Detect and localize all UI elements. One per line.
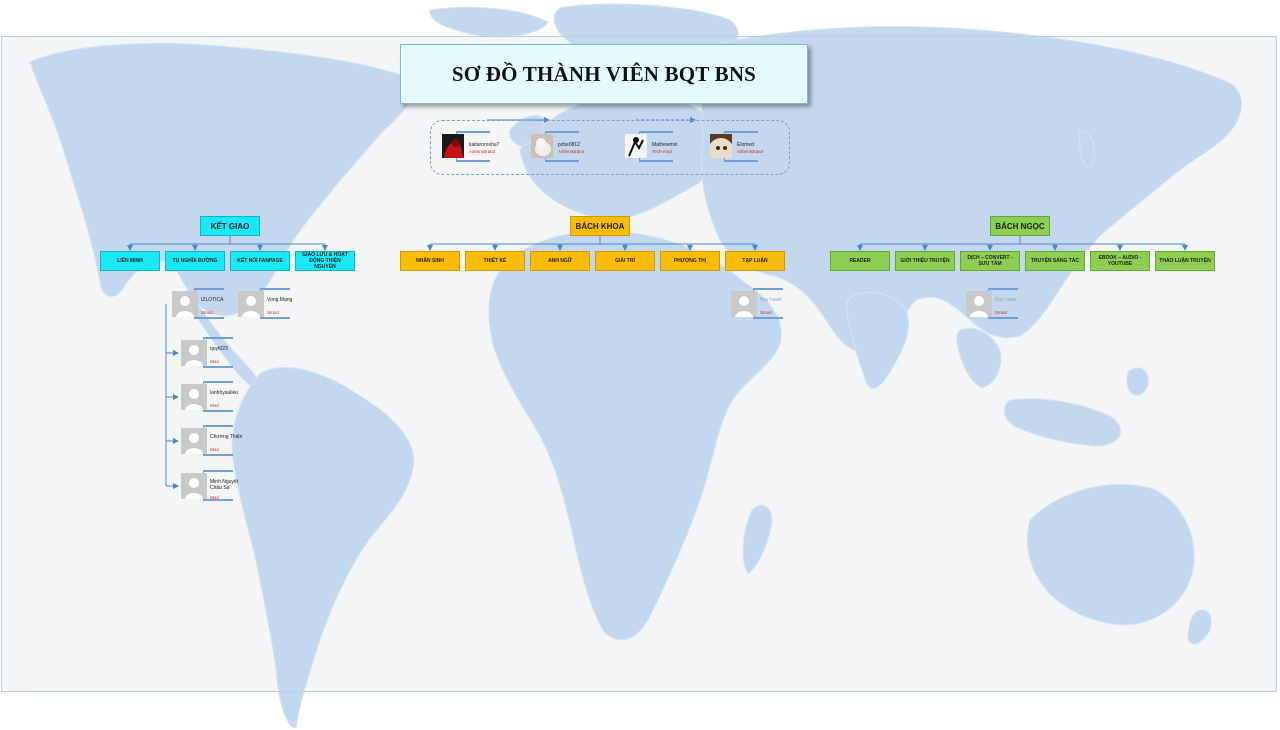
sub-dich-convert: DỊCH – CONVERT - SƯU TẦM <box>960 251 1020 271</box>
admin-card: pzbe0812 Administrator <box>531 131 591 162</box>
white-cat-icon <box>531 134 553 158</box>
member-name: IZLOTICA <box>201 297 224 303</box>
admin-card: kaitaroroshu7 Administrator <box>442 131 502 162</box>
admin-group <box>430 120 790 175</box>
admin-role: Administrator <box>737 149 764 154</box>
admin-role: Administrator <box>558 149 585 154</box>
member-card: IZLOTICA Smod <box>172 288 232 319</box>
branch-bach-ngoc: BÁCH NGỌC <box>990 216 1050 236</box>
branch-ket-giao: KẾT GIAO <box>200 216 260 236</box>
admin-name: kaitaroroshu7 <box>469 142 500 148</box>
user-placeholder-icon <box>181 340 207 366</box>
member-role: Smod <box>760 310 772 315</box>
member-role: Mod <box>210 495 219 500</box>
member-name: Chương Thiện <box>210 434 243 440</box>
admin-name: Mathewmin <box>652 142 678 148</box>
sub-truyen-sang-tac: TRUYỆN SÁNG TÁC <box>1025 251 1085 271</box>
member-name: Bay hawk <box>995 297 1017 303</box>
sub-reader: READER <box>830 251 890 271</box>
user-placeholder-icon <box>181 384 207 410</box>
user-placeholder-icon <box>966 291 992 317</box>
admin-card: Mathewmin Tech-mod <box>625 131 685 162</box>
admin-card: Elomed Administrator <box>710 131 770 162</box>
sub-giao-luu: GIAO LƯU & HOẠT ĐỘNG THIỆN NGUYỆN <box>295 251 355 271</box>
sub-tap-luan: TẠP LUẬN <box>725 251 785 271</box>
member-card: Minh Nguyệt Châu Sa Mod <box>181 470 241 501</box>
branch-bach-khoa: BÁCH KHOA <box>570 216 630 236</box>
page-title: SƠ ĐỒ THÀNH VIÊN BQT BNS <box>451 61 757 86</box>
admin-role: Tech-mod <box>652 149 672 154</box>
member-card: quyt023 Mod <box>181 337 241 368</box>
member-name: quyt023 <box>210 346 228 352</box>
admin-role: Administrator <box>469 149 496 154</box>
user-placeholder-icon <box>172 291 198 317</box>
sub-thao-luan-truyen: THẢO LUẬN TRUYỆN <box>1155 251 1215 271</box>
sub-giai-tri: GIẢI TRÍ <box>595 251 655 271</box>
member-role: Mod <box>210 447 219 452</box>
title-box: SƠ ĐỒ THÀNH VIÊN BQT BNS <box>400 44 808 104</box>
anime-face-icon <box>710 134 732 158</box>
dark-red-icon <box>442 134 464 158</box>
member-name: lanhhyaulieu <box>210 390 239 396</box>
sub-ket-noi-fanpage: KẾT NỐI FANPAGE <box>230 251 290 271</box>
member-name: Vong Mạng <box>267 297 293 303</box>
member-name: Minh Nguyệt Châu Sa <box>210 479 239 491</box>
sub-ebook-audio: EBOOK – AUDIO - YOUTUBE <box>1090 251 1150 271</box>
member-card: lanhhyaulieu Mod <box>181 381 241 412</box>
admin-name: Elomed <box>737 142 754 148</box>
user-placeholder-icon <box>181 428 207 454</box>
user-placeholder-icon <box>181 473 207 499</box>
sub-nhan-sinh: NHÂN SINH <box>400 251 460 271</box>
member-card: Chương Thiện Mod <box>181 425 243 456</box>
sketch-figure-icon <box>625 134 647 158</box>
member-role: Mod <box>210 359 219 364</box>
member-role: Smod <box>201 310 213 315</box>
admin-name: pzbe0812 <box>558 142 580 148</box>
user-placeholder-icon <box>731 291 757 317</box>
member-role: Mod <box>210 403 219 408</box>
member-role: Smod <box>267 310 279 315</box>
member-card: Bay hawk Smod <box>966 288 1026 319</box>
sub-gioi-thieu-truyen: GIỚI THIỆU TRUYỆN <box>895 251 955 271</box>
sub-lien-minh: LIÊN MINH <box>100 251 160 271</box>
user-placeholder-icon <box>238 291 264 317</box>
sub-phuong-thi: PHƯƠNG THỊ <box>660 251 720 271</box>
member-card: Bay hawk Smod <box>731 288 791 319</box>
member-role: Smod <box>995 310 1007 315</box>
member-card: Vong Mạng Smod <box>238 288 298 319</box>
sub-anh-ngu: ANH NGỮ <box>530 251 590 271</box>
sub-tu-nghia-duong: TỤ NGHĨA ĐƯỜNG <box>165 251 225 271</box>
member-name: Bay hawk <box>760 297 782 303</box>
sub-thiet-ke: THIẾT KẾ <box>465 251 525 271</box>
